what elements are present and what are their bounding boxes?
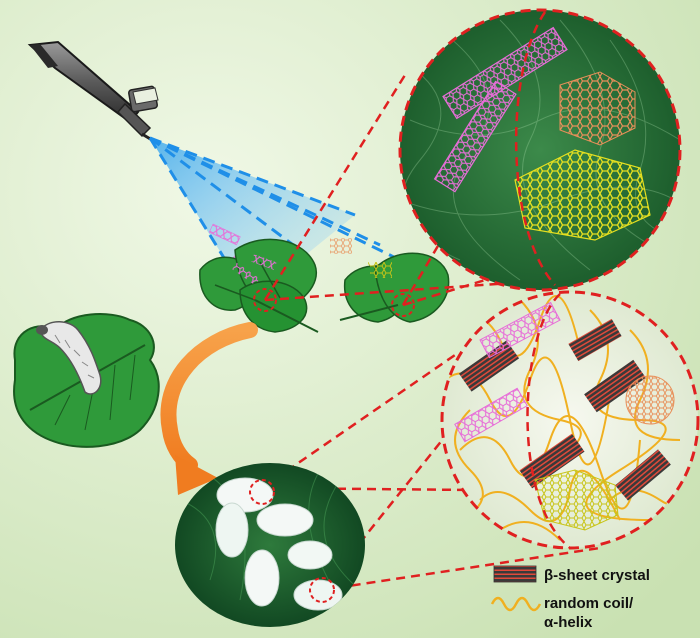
legend-beta-sheet-label: β-sheet crystal <box>544 567 650 584</box>
silk-fiber-zoom <box>442 292 698 548</box>
silkworm-icon <box>14 314 159 447</box>
legend-random-coil-label: random coil/ <box>544 595 634 612</box>
legend-beta-sheet-swatch <box>494 566 536 582</box>
legend-alpha-helix-label: α-helix <box>544 614 593 631</box>
